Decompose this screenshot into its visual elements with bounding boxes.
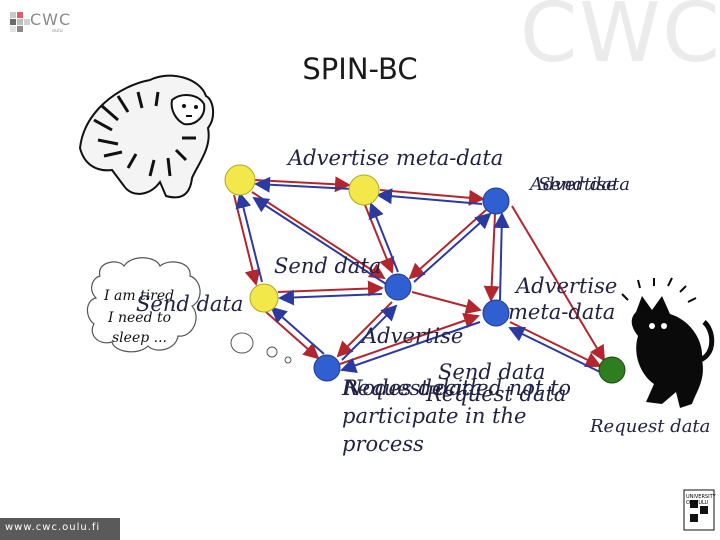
arrow-b1-y2 (376, 188, 483, 205)
arrow-y2-y1 (254, 176, 353, 193)
label-participate: participate in the (342, 404, 527, 428)
arrows (233, 176, 606, 373)
cat-illustration (621, 277, 715, 408)
logo-subtext: oulu (52, 28, 63, 34)
tiger-illustration (78, 74, 214, 199)
arrow-b1-b2 (408, 209, 487, 280)
arrow-g-b3 (508, 326, 601, 373)
footer-url: www.cwc.oulu.fi (5, 522, 101, 533)
label-request-data-right: Request data (590, 416, 711, 437)
arrow-y1-y3 (233, 194, 261, 286)
node-blue-3 (482, 299, 510, 327)
label-send-data-cloud: Send data (136, 292, 244, 316)
label-top-right-advertise: Advertise (530, 174, 617, 195)
watermark: CWC (520, 0, 720, 81)
arrow-y3-y1 (235, 192, 263, 283)
bubble-line-3: sleep ... (112, 330, 167, 346)
label-top-right-send-data: Send data (538, 174, 631, 195)
arrow-y3-b2 (277, 280, 384, 297)
slide-title: SPIN-BC (302, 52, 418, 86)
arrow-b3-b1 (493, 212, 510, 301)
university-logo (683, 489, 715, 531)
footer-bar (0, 518, 120, 540)
bubble-line-1: I am tired (104, 288, 175, 304)
cwc-logo (6, 4, 66, 46)
arrow-b2-y2 (368, 202, 399, 273)
thought-bubble (86, 257, 292, 364)
node-blue-2 (384, 273, 412, 301)
label-nodes-decided: Nodes decided not to (344, 376, 572, 400)
node-green (598, 356, 626, 384)
arrow-b2-b3 (411, 291, 482, 315)
arrow-b3-b4 (340, 321, 481, 373)
label-request-data-overlap-2: Request data (426, 382, 567, 406)
label-request-data-overlap: Request data (342, 376, 483, 400)
label-process: process (342, 432, 424, 456)
arrow-y2-b1 (379, 189, 485, 206)
arrow-b2-y1 (252, 196, 387, 285)
label-send-data-mid: Send data (274, 254, 382, 278)
logo-text: CWC (30, 10, 72, 29)
bubble-line-2: I need to (108, 310, 172, 326)
arrow-b1-g (511, 205, 606, 362)
arrow-b4-b3 (339, 313, 480, 365)
arrow-y1-b2 (251, 191, 386, 280)
node-yellow-3 (249, 283, 279, 313)
arrow-b2-b1 (413, 212, 492, 283)
label-advertise-meta-top: Advertise meta-data (288, 146, 504, 170)
university-text: UNIVERSITY OF OULU (686, 494, 716, 506)
arrow-b4-b2 (341, 304, 398, 361)
node-blue-4 (313, 354, 341, 382)
nodes (224, 164, 626, 384)
label-advertise-right: Advertise (516, 274, 618, 298)
cwc-logo-mark (10, 12, 30, 32)
arrow-b4-y3 (270, 306, 325, 355)
arrow-b2-y3 (278, 289, 383, 306)
node-yellow-1 (224, 164, 256, 196)
label-advertise-lower: Advertise (362, 324, 464, 348)
node-yellow-2 (348, 174, 380, 206)
label-meta-data-right: meta-data (508, 300, 616, 324)
node-blue-1 (482, 187, 510, 215)
arrow-b1-b3 (483, 213, 500, 302)
label-send-data-lower: Send data (438, 360, 546, 384)
